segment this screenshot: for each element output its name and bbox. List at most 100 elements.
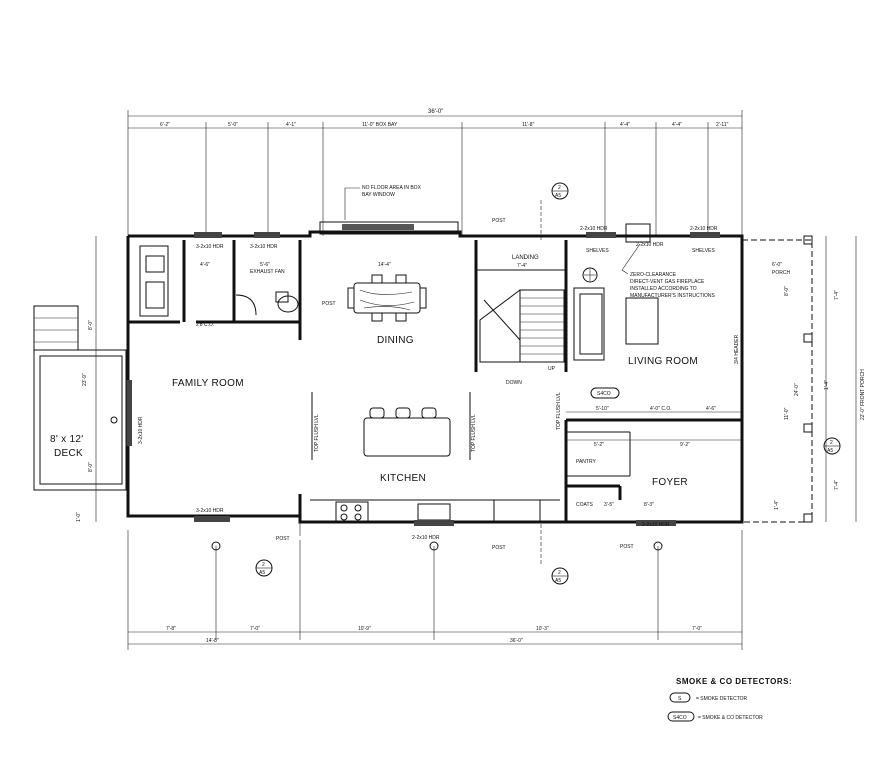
smoke-co-tag-text: S4CO	[597, 391, 611, 397]
dim-bottom-left: 14'-8"	[206, 638, 219, 644]
dim-left-2: 23'-9"	[82, 373, 88, 386]
hdr-bottom-1: 3-2x10 HDR	[196, 508, 224, 514]
dim-left-3: 8'-0"	[88, 462, 94, 472]
posts: POST POST POST POST POST	[276, 218, 634, 551]
dim-bottom-5: 7'-0"	[692, 626, 702, 632]
room-foyer: FOYER	[652, 477, 688, 488]
dim-int-living-2: 4'-0" C.O.	[650, 406, 672, 412]
hdr-bottom-3: 2-2x10 HDR	[642, 522, 670, 528]
dim-bottom-4: 10'-3"	[536, 626, 549, 632]
legend-text-2: = SMOKE & CO DETECTOR	[698, 715, 763, 721]
dim-top-2: 5'-0"	[228, 122, 238, 128]
section-bottom-left-sheet: A5	[259, 570, 265, 576]
room-coats: COATS	[576, 502, 594, 508]
dim-top-5: 11'-8"	[522, 122, 535, 128]
legend-tag-2: S4CO	[673, 715, 687, 721]
deck: 8' x 12' DECK	[33, 305, 127, 491]
bottom-headers: 3-2x10 HDR 2-2x10 HDR 2-2x10 HDR 3-2x10 …	[126, 380, 676, 541]
shelves-1: SHELVES	[586, 248, 609, 254]
down-label: DOWN	[506, 380, 522, 386]
dim-int-foyer: 9'-2"	[680, 442, 690, 448]
up-label: UP	[548, 366, 556, 372]
hdr-top-1: 3-2x10 HDR	[196, 244, 224, 250]
fireplace-note-3: INSTALLED ACCORDING TO	[630, 286, 697, 292]
dim-top-4: 11'-0" BOX BAY	[362, 122, 398, 128]
room-dining: DINING	[377, 335, 414, 346]
deck-size: 8' x 12'	[50, 434, 83, 445]
dim-bath-2: 5'-6"	[260, 262, 270, 268]
shelves-2: SHELVES	[692, 248, 715, 254]
kitchen-island	[363, 407, 451, 457]
section-bottom-left-num: 2	[262, 562, 265, 568]
bottom-dimensions: 7'-8" 7'-0" 10'-9" 10'-3" 7'-0" 14'-8" 3…	[127, 530, 743, 650]
hdr-bottom-2: 2-2x10 HDR	[412, 535, 440, 541]
dim-bottom-1: 7'-8"	[166, 626, 176, 632]
dim-right-4: 6'-0"	[772, 262, 782, 268]
dim-right-6: 11'-0"	[784, 407, 790, 420]
exterior-walls	[126, 221, 744, 524]
dim-overall-top: 36'-0"	[428, 109, 443, 115]
left-dimensions: 8'-0" 23'-9" 8'-0" 1'-0"	[76, 236, 97, 522]
dim-right-5: 8'-0"	[784, 286, 790, 296]
post-4: POST	[492, 545, 506, 551]
living-furniture: ZERO-CLEARANCE DIRECT-VENT GAS FIREPLACE…	[573, 243, 716, 361]
dining-table: 14'-4"	[347, 262, 427, 322]
co-label: 2'8 C.O.	[196, 322, 214, 328]
box-bay-note-2: BAY WINDOW	[362, 192, 395, 198]
post-1: POST	[322, 301, 336, 307]
section-top-num: 2	[558, 185, 561, 191]
top-dimensions: 36'-0" 6'-2" 5'-0" 4'-1" 11'-0" BOX BAY …	[127, 109, 743, 236]
dim-bottom-2: 7'-0"	[250, 626, 260, 632]
section-marker-bottom-right: 2 A5	[540, 524, 569, 585]
room-labels: FAMILY ROOM DINING KITCHEN LIVING ROOM F…	[172, 270, 790, 508]
hdr-top-3: 2-2x10 HDR	[580, 226, 608, 232]
post-5: POST	[620, 544, 634, 550]
post-3: POST	[276, 536, 290, 542]
dim-int-coats: 3'-5"	[604, 502, 614, 508]
interior-dims: 5'-10" 4'-0" C.O. 4'-6" 5'-2" 9'-2" 8'-3…	[566, 406, 742, 508]
dim-top-8: 2'-11"	[716, 122, 729, 128]
room-family: FAMILY ROOM	[172, 378, 244, 389]
header-label: 3/4 HEADER	[734, 334, 740, 364]
fireplace-note-1: ZERO-CLEARANCE	[630, 272, 677, 278]
post-2: POST	[492, 218, 506, 224]
dim-right-porch: 22'-0" FRONT PORCH	[860, 369, 866, 420]
hdr-top-5: 2-2x10 HDR	[636, 242, 664, 248]
section-right-num: 2	[830, 440, 833, 446]
section-marker-top: 2 A5	[540, 182, 569, 240]
interior-walls	[128, 240, 742, 522]
hdr-top-4: 2-2x10 HDR	[690, 226, 718, 232]
room-living: LIVING ROOM	[628, 356, 698, 367]
fireplace-note-2: DIRECT-VENT GAS FIREPLACE	[630, 279, 705, 285]
deck-label: DECK	[54, 448, 83, 459]
dim-right-1: 7'-4"	[834, 290, 840, 300]
section-bottom-right-num: 2	[558, 570, 561, 576]
windows-top: 3-2x10 HDR 3-2x10 HDR 2-2x10 HDR 2-2x10 …	[194, 223, 720, 254]
top-flush-3: TOP FLUSH LVL	[556, 392, 562, 430]
room-porch: PORCH	[772, 270, 790, 276]
legend-text-1: = SMOKE DETECTOR	[696, 696, 748, 702]
dim-right-2: 1'-4"	[824, 380, 830, 390]
dim-right-3: 7'-4"	[834, 480, 840, 490]
landing-dim: 7'-4"	[517, 263, 527, 269]
room-pantry: PANTRY	[576, 459, 596, 465]
section-marker-right: 2 A5	[823, 437, 841, 455]
hdr-left: 3-2x10 HDR	[138, 416, 144, 444]
dim-top-7: 4'-4"	[672, 122, 682, 128]
dim-bottom-total: 36'-0"	[510, 638, 523, 644]
fireplace-note-4: MANUFACTURER'S INSTRUCTIONS	[630, 293, 716, 299]
box-bay-note-1: NO FLOOR AREA IN BOX	[362, 185, 422, 191]
section-marker-bottom-left: 2 A5	[255, 559, 273, 577]
detector-legend: SMOKE & CO DETECTORS: S = SMOKE DETECTOR…	[667, 677, 792, 722]
dim-right-8: 1'-4"	[774, 500, 780, 510]
dim-int-foyer-h: 8'-3"	[644, 502, 654, 508]
bath-fixtures: 4'-6" 5'-6" EXHAUST FAN 2'8 C.O.	[139, 245, 299, 328]
dim-dining: 14'-4"	[378, 262, 391, 268]
room-kitchen: KITCHEN	[380, 473, 426, 484]
kitchen-counter	[310, 499, 560, 523]
dim-int-pantry: 5'-2"	[594, 442, 604, 448]
dim-int-living-3: 4'-6"	[706, 406, 716, 412]
dim-right-7: 24'-0"	[794, 383, 800, 396]
exhaust-fan-label: EXHAUST FAN	[250, 269, 285, 275]
